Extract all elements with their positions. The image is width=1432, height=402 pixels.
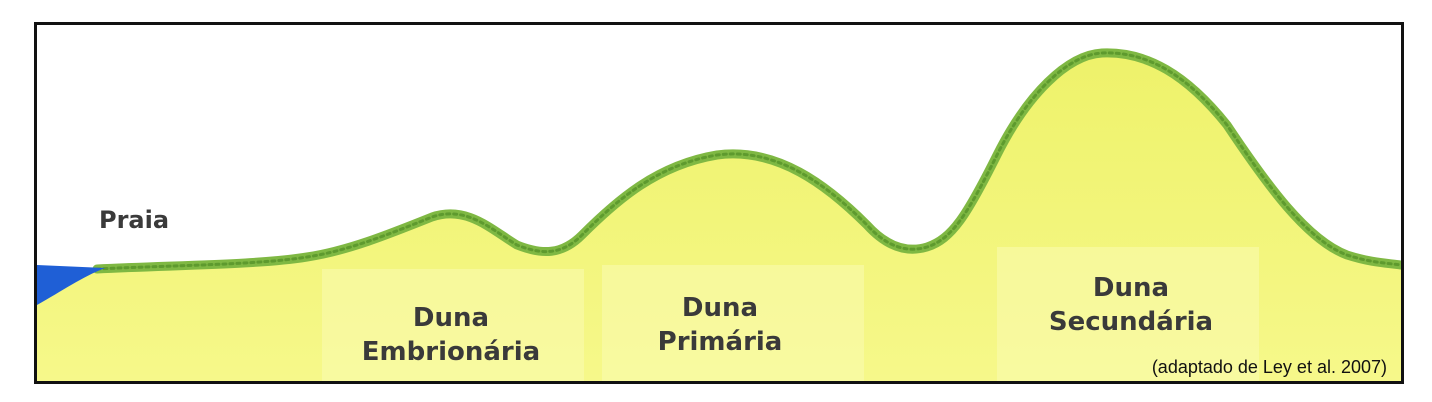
sea-water [37, 265, 105, 305]
primary-dune-label-line-2: Primária [657, 327, 783, 357]
embryonic-dune-label-line-2: Embrionária [361, 337, 541, 367]
primary-dune-label: Duna Primária [617, 291, 823, 359]
dune-profile-diagram: Praia Duna Embrionária Duna Primária Dun… [34, 22, 1404, 384]
sand-panel-embryonic [322, 269, 584, 381]
source-caption: (adaptado de Ley et al. 2007) [1151, 357, 1387, 377]
embryonic-dune-label: Duna Embrionária [349, 301, 553, 369]
primary-dune-label-line-1: Duna [681, 293, 759, 323]
secondary-dune-label-line-1: Duna [1092, 273, 1170, 303]
embryonic-dune-label-line-1: Duna [412, 303, 490, 333]
dune-profile-illustration [37, 48, 1401, 381]
beach-label: Praia [99, 206, 170, 234]
secondary-dune-label: Duna Secundária [1031, 271, 1231, 339]
vegetation-outline-texture [95, 51, 1401, 271]
sand-panel-secondary [997, 247, 1259, 381]
sand-panel-primary [602, 265, 864, 381]
secondary-dune-label-line-2: Secundária [1048, 307, 1214, 337]
